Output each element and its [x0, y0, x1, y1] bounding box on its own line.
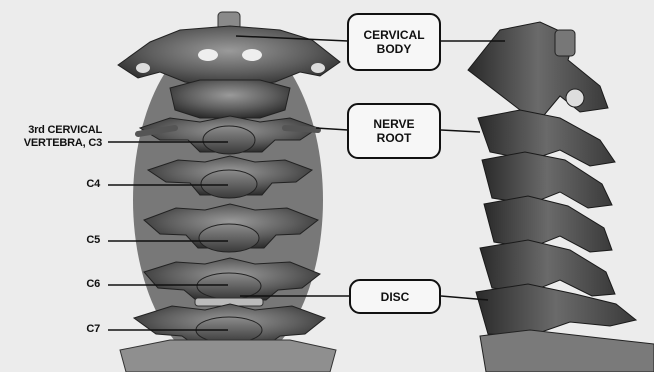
front-spine [118, 12, 340, 372]
nerve-root-callout: NERVE ROOT [347, 103, 441, 159]
c3-label-line2: VERTEBRA, C3 [6, 137, 102, 150]
c4-label: C4 [60, 178, 100, 191]
nerve-root-line2: ROOT [377, 131, 412, 145]
c7-label: C7 [60, 323, 100, 336]
nerve-root-line1: NERVE [373, 117, 414, 131]
cervical-body-callout: CERVICAL BODY [347, 13, 441, 71]
disc-callout: DISC [349, 279, 441, 314]
disc-label: DISC [381, 290, 410, 304]
cervical-body-line1: CERVICAL [363, 28, 424, 42]
c6-label: C6 [60, 278, 100, 291]
c3-label: 3rd CERVICAL VERTEBRA, C3 [6, 124, 102, 150]
c5-label: C5 [60, 234, 100, 247]
cervical-body-line2: BODY [377, 42, 412, 56]
side-spine [468, 22, 654, 372]
c3-label-line1: 3rd CERVICAL [6, 124, 102, 137]
